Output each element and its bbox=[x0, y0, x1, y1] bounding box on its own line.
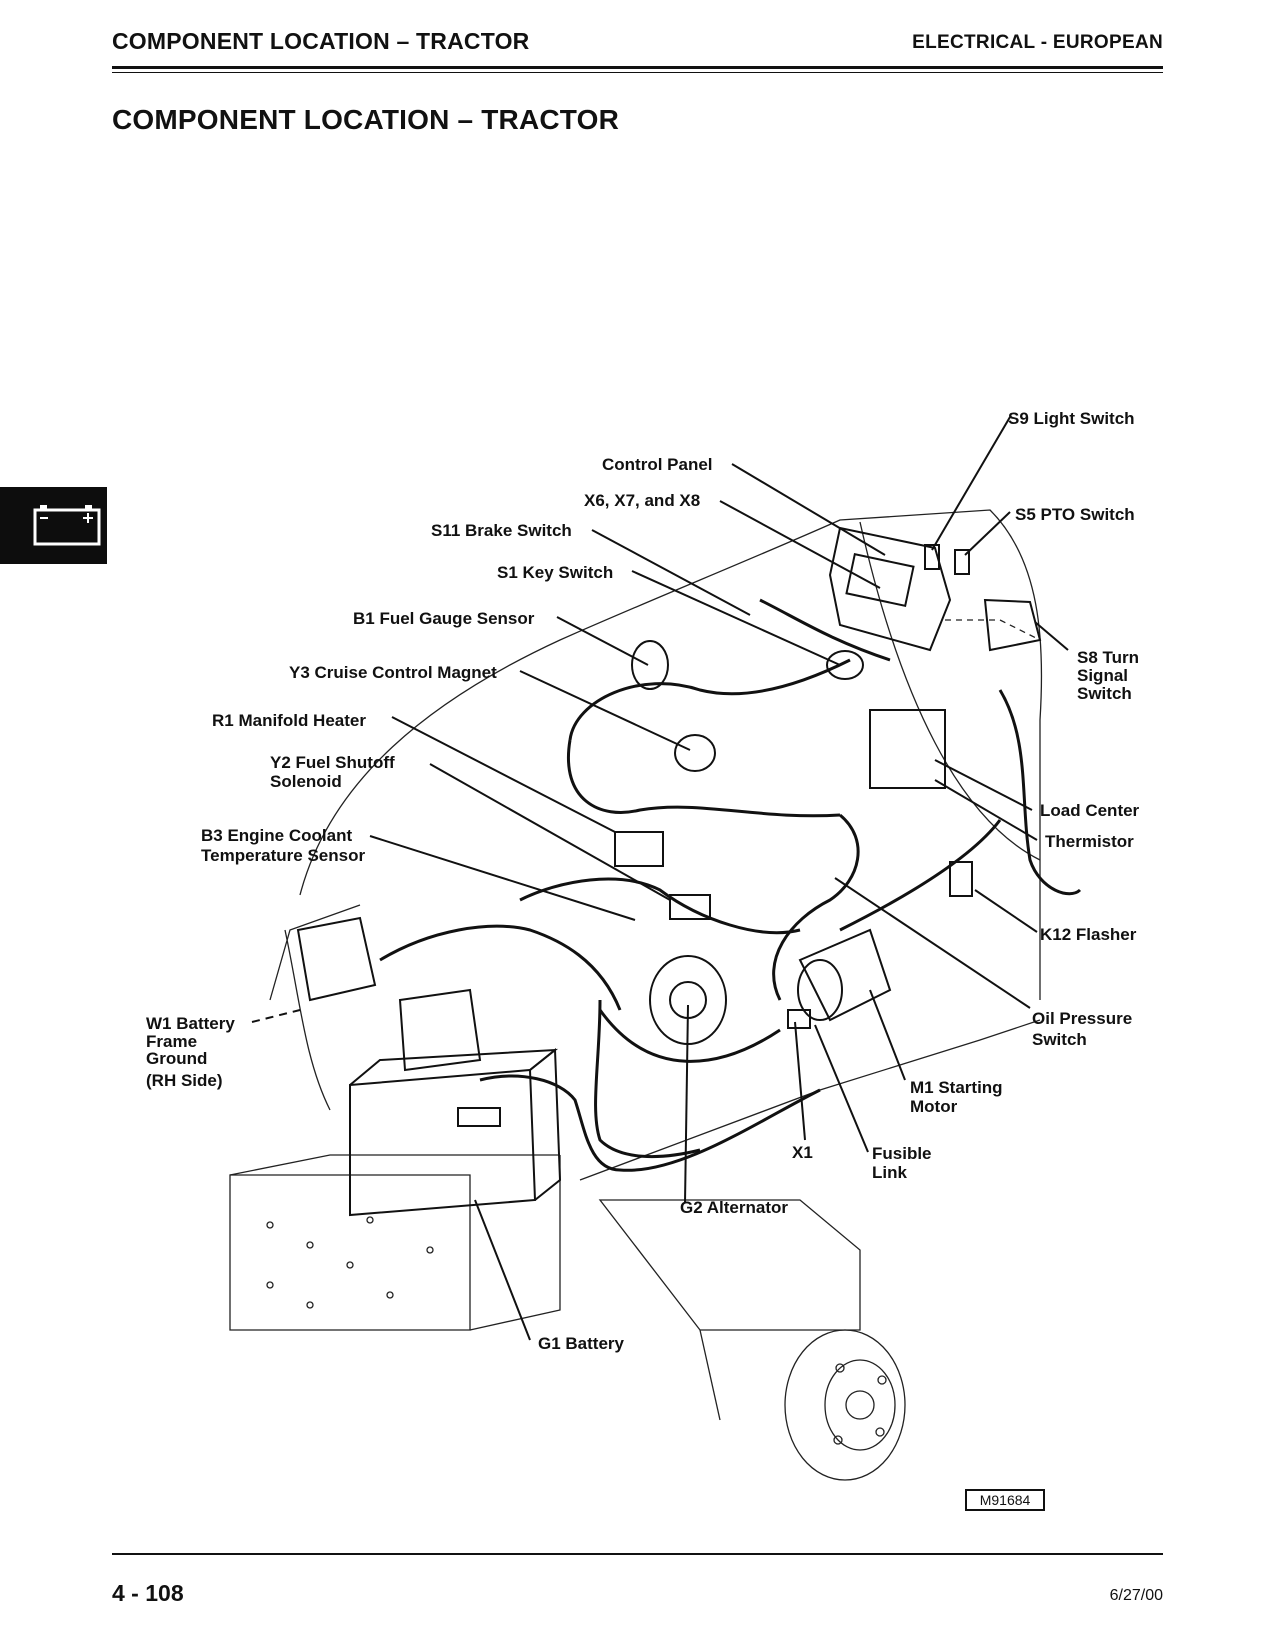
label-s9-light-switch: S9 Light Switch bbox=[1008, 409, 1135, 428]
label-k12-flasher: K12 Flasher bbox=[1040, 925, 1137, 944]
label-s8-line-1: S8 Turn bbox=[1077, 648, 1139, 667]
label-y2-line-1: Y2 Fuel Shutoff bbox=[270, 753, 395, 772]
label-w1-line-4: (RH Side) bbox=[146, 1071, 223, 1090]
label-oil-pressure-line-2: Switch bbox=[1032, 1030, 1087, 1049]
label-s11-brake-switch: S11 Brake Switch bbox=[431, 521, 572, 540]
components bbox=[296, 526, 1042, 1217]
header-title: COMPONENT LOCATION – TRACTOR bbox=[112, 28, 530, 54]
label-y3-cruise-control-magnet: Y3 Cruise Control Magnet bbox=[289, 663, 497, 682]
label-b3-line-2: Temperature Sensor bbox=[201, 846, 365, 865]
tractor-outline bbox=[229, 509, 1043, 1481]
wiring-harness bbox=[379, 598, 1082, 1172]
label-fusible-line-2: Link bbox=[872, 1163, 907, 1182]
label-g1-battery: G1 Battery bbox=[538, 1334, 625, 1353]
label-w1-line-2: Frame bbox=[146, 1032, 197, 1051]
label-b1-fuel-gauge-sensor: B1 Fuel Gauge Sensor bbox=[353, 609, 535, 628]
label-x6-x7-x8: X6, X7, and X8 bbox=[584, 491, 700, 510]
label-load-center: Load Center bbox=[1040, 801, 1140, 820]
label-s8-line-3: Switch bbox=[1077, 684, 1132, 703]
label-m1-line-1: M1 Starting bbox=[910, 1078, 1003, 1097]
battery-icon bbox=[33, 505, 101, 546]
figure-id: M91684 bbox=[965, 1489, 1045, 1511]
label-control-panel: Control Panel bbox=[602, 455, 713, 474]
callout-labels: S9 Light Switch Control Panel X6, X7, an… bbox=[146, 409, 1140, 1353]
label-s8-line-2: Signal bbox=[1077, 666, 1128, 685]
label-w1-line-1: W1 Battery bbox=[146, 1014, 235, 1033]
page-title: COMPONENT LOCATION – TRACTOR bbox=[112, 104, 620, 135]
header-section: ELECTRICAL - EUROPEAN bbox=[912, 32, 1163, 53]
label-m1-line-2: Motor bbox=[910, 1097, 958, 1116]
label-fusible-line-1: Fusible bbox=[872, 1144, 932, 1163]
header-rule-thin bbox=[112, 72, 1163, 73]
label-r1-manifold-heater: R1 Manifold Heater bbox=[212, 711, 366, 730]
label-s5-pto-switch: S5 PTO Switch bbox=[1015, 505, 1135, 524]
leader-lines bbox=[251, 416, 1069, 1341]
label-g2-alternator: G2 Alternator bbox=[680, 1198, 788, 1217]
label-b3-line-1: B3 Engine Coolant bbox=[201, 826, 352, 845]
label-s1-key-switch: S1 Key Switch bbox=[497, 563, 613, 582]
label-y2-line-2: Solenoid bbox=[270, 772, 342, 791]
header-rule bbox=[112, 66, 1163, 69]
page-number: 4 - 108 bbox=[112, 1580, 184, 1606]
footer-rule bbox=[112, 1553, 1163, 1555]
label-oil-pressure-line-1: Oil Pressure bbox=[1032, 1009, 1132, 1028]
label-w1-line-3: Ground bbox=[146, 1049, 207, 1068]
label-thermistor: Thermistor bbox=[1045, 832, 1134, 851]
revision-date: 6/27/00 bbox=[1109, 1587, 1163, 1604]
label-x1: X1 bbox=[792, 1143, 813, 1162]
section-tab bbox=[0, 487, 107, 564]
